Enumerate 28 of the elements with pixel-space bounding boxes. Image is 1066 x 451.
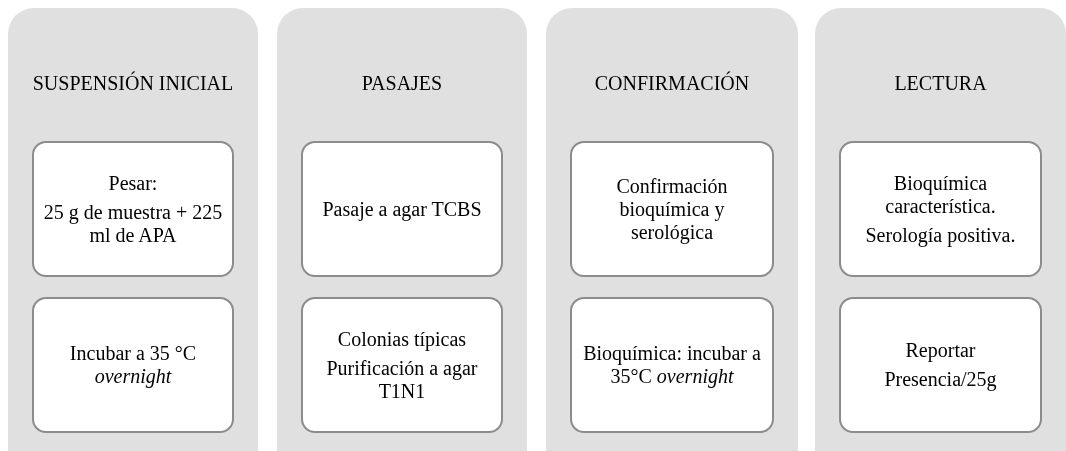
step-text: Bioquímica: incubar a 35°C overnight bbox=[582, 342, 762, 388]
step-box bbox=[32, 297, 234, 433]
step-text: Purificación a agar T1N1 bbox=[325, 356, 479, 403]
step-box bbox=[839, 141, 1042, 277]
step-box bbox=[301, 297, 503, 433]
step-text: 25 g de muestra + 225 ml de APA bbox=[42, 200, 224, 247]
column-heading: CONFIRMACIÓN bbox=[594, 71, 750, 95]
step-box bbox=[839, 297, 1042, 433]
step-box bbox=[301, 141, 503, 277]
step-text: Bioquímica característica. bbox=[884, 171, 997, 218]
column-heading: PASAJES bbox=[361, 71, 443, 95]
step-text: Serología positiva. bbox=[865, 223, 1016, 247]
step-box bbox=[570, 297, 774, 433]
step-text: Confirmación bioquímica y serológica bbox=[615, 174, 729, 244]
column-panel bbox=[815, 8, 1066, 451]
step-text: Incubar a 35 °C overnight bbox=[68, 342, 198, 388]
step-text: Reportar bbox=[905, 339, 976, 362]
column-panel bbox=[277, 8, 527, 451]
column-heading: SUSPENSIÓN INICIAL bbox=[32, 71, 234, 95]
step-text: Colonias típicas bbox=[337, 327, 467, 351]
step-box bbox=[32, 141, 234, 277]
column-panel bbox=[546, 8, 798, 451]
column-heading: LECTURA bbox=[894, 71, 987, 95]
step-box bbox=[570, 141, 774, 277]
step-text: Pasaje a agar TCBS bbox=[322, 197, 482, 221]
column-panel bbox=[8, 8, 258, 451]
step-text: Presencia/25g bbox=[884, 368, 997, 391]
step-text: Pesar: bbox=[108, 171, 158, 195]
